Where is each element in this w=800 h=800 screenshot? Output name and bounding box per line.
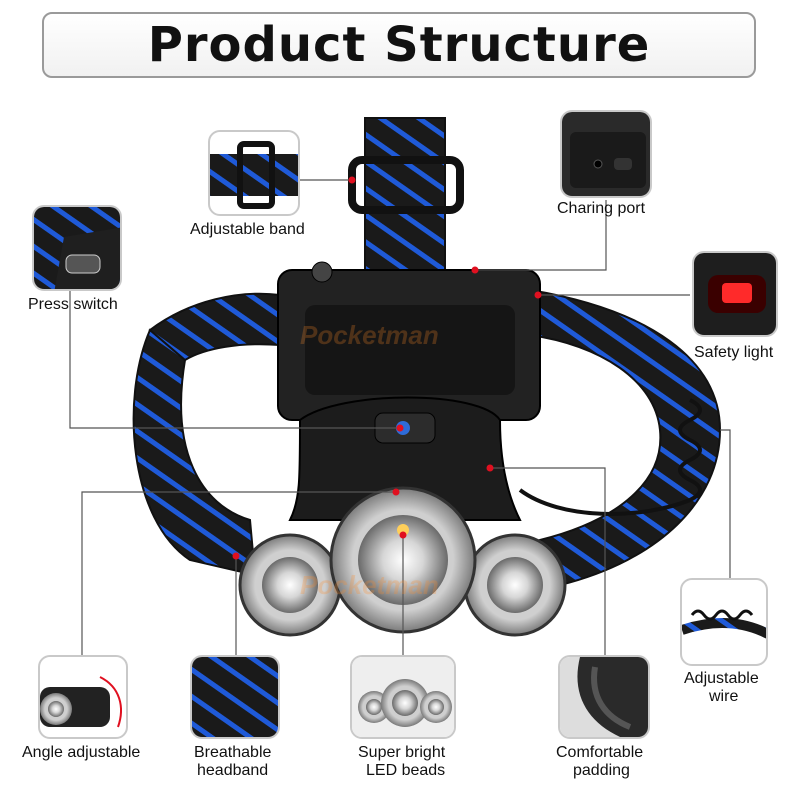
thumb-adjustable-wire bbox=[680, 578, 768, 666]
label-breathable-2: headband bbox=[197, 762, 269, 779]
watermark-top: Pocketman bbox=[300, 320, 439, 350]
label-adjustable-band: Adjustable band bbox=[190, 221, 305, 238]
label-safety-light: Safety light bbox=[694, 344, 774, 361]
label-press-switch: Press switch bbox=[28, 296, 118, 313]
thumb-led-beads bbox=[350, 655, 456, 739]
label-led-1: Super bright bbox=[358, 744, 446, 761]
thumb-press-switch bbox=[32, 205, 122, 291]
thumb-angle-adjustable bbox=[38, 655, 128, 739]
label-led-2: LED beads bbox=[366, 762, 446, 779]
watermark-bottom: Pocketman bbox=[300, 570, 439, 600]
label-breathable-1: Breathable bbox=[194, 744, 272, 761]
page-title: Product Structure bbox=[147, 17, 651, 73]
headband-left bbox=[132, 328, 257, 577]
thumb-comfortable-padding bbox=[558, 655, 650, 739]
label-adjustable-wire-1: Adjustable bbox=[684, 670, 759, 687]
thumb-adjustable-band bbox=[208, 130, 300, 216]
label-adjustable-wire-2: wire bbox=[709, 688, 739, 705]
label-padding-1: Comfortable bbox=[556, 744, 644, 761]
label-padding-2: padding bbox=[573, 762, 630, 779]
headband-right bbox=[529, 288, 722, 587]
thumb-breathable-headband bbox=[190, 655, 280, 739]
thumb-safety-light bbox=[692, 251, 778, 337]
thumb-charging-port bbox=[560, 110, 652, 198]
top-buckle bbox=[348, 156, 464, 214]
label-angle-adjustable: Angle adjustable bbox=[22, 744, 141, 761]
title-banner: Product Structure bbox=[42, 12, 756, 78]
label-charging-port: Charing port bbox=[557, 200, 646, 217]
